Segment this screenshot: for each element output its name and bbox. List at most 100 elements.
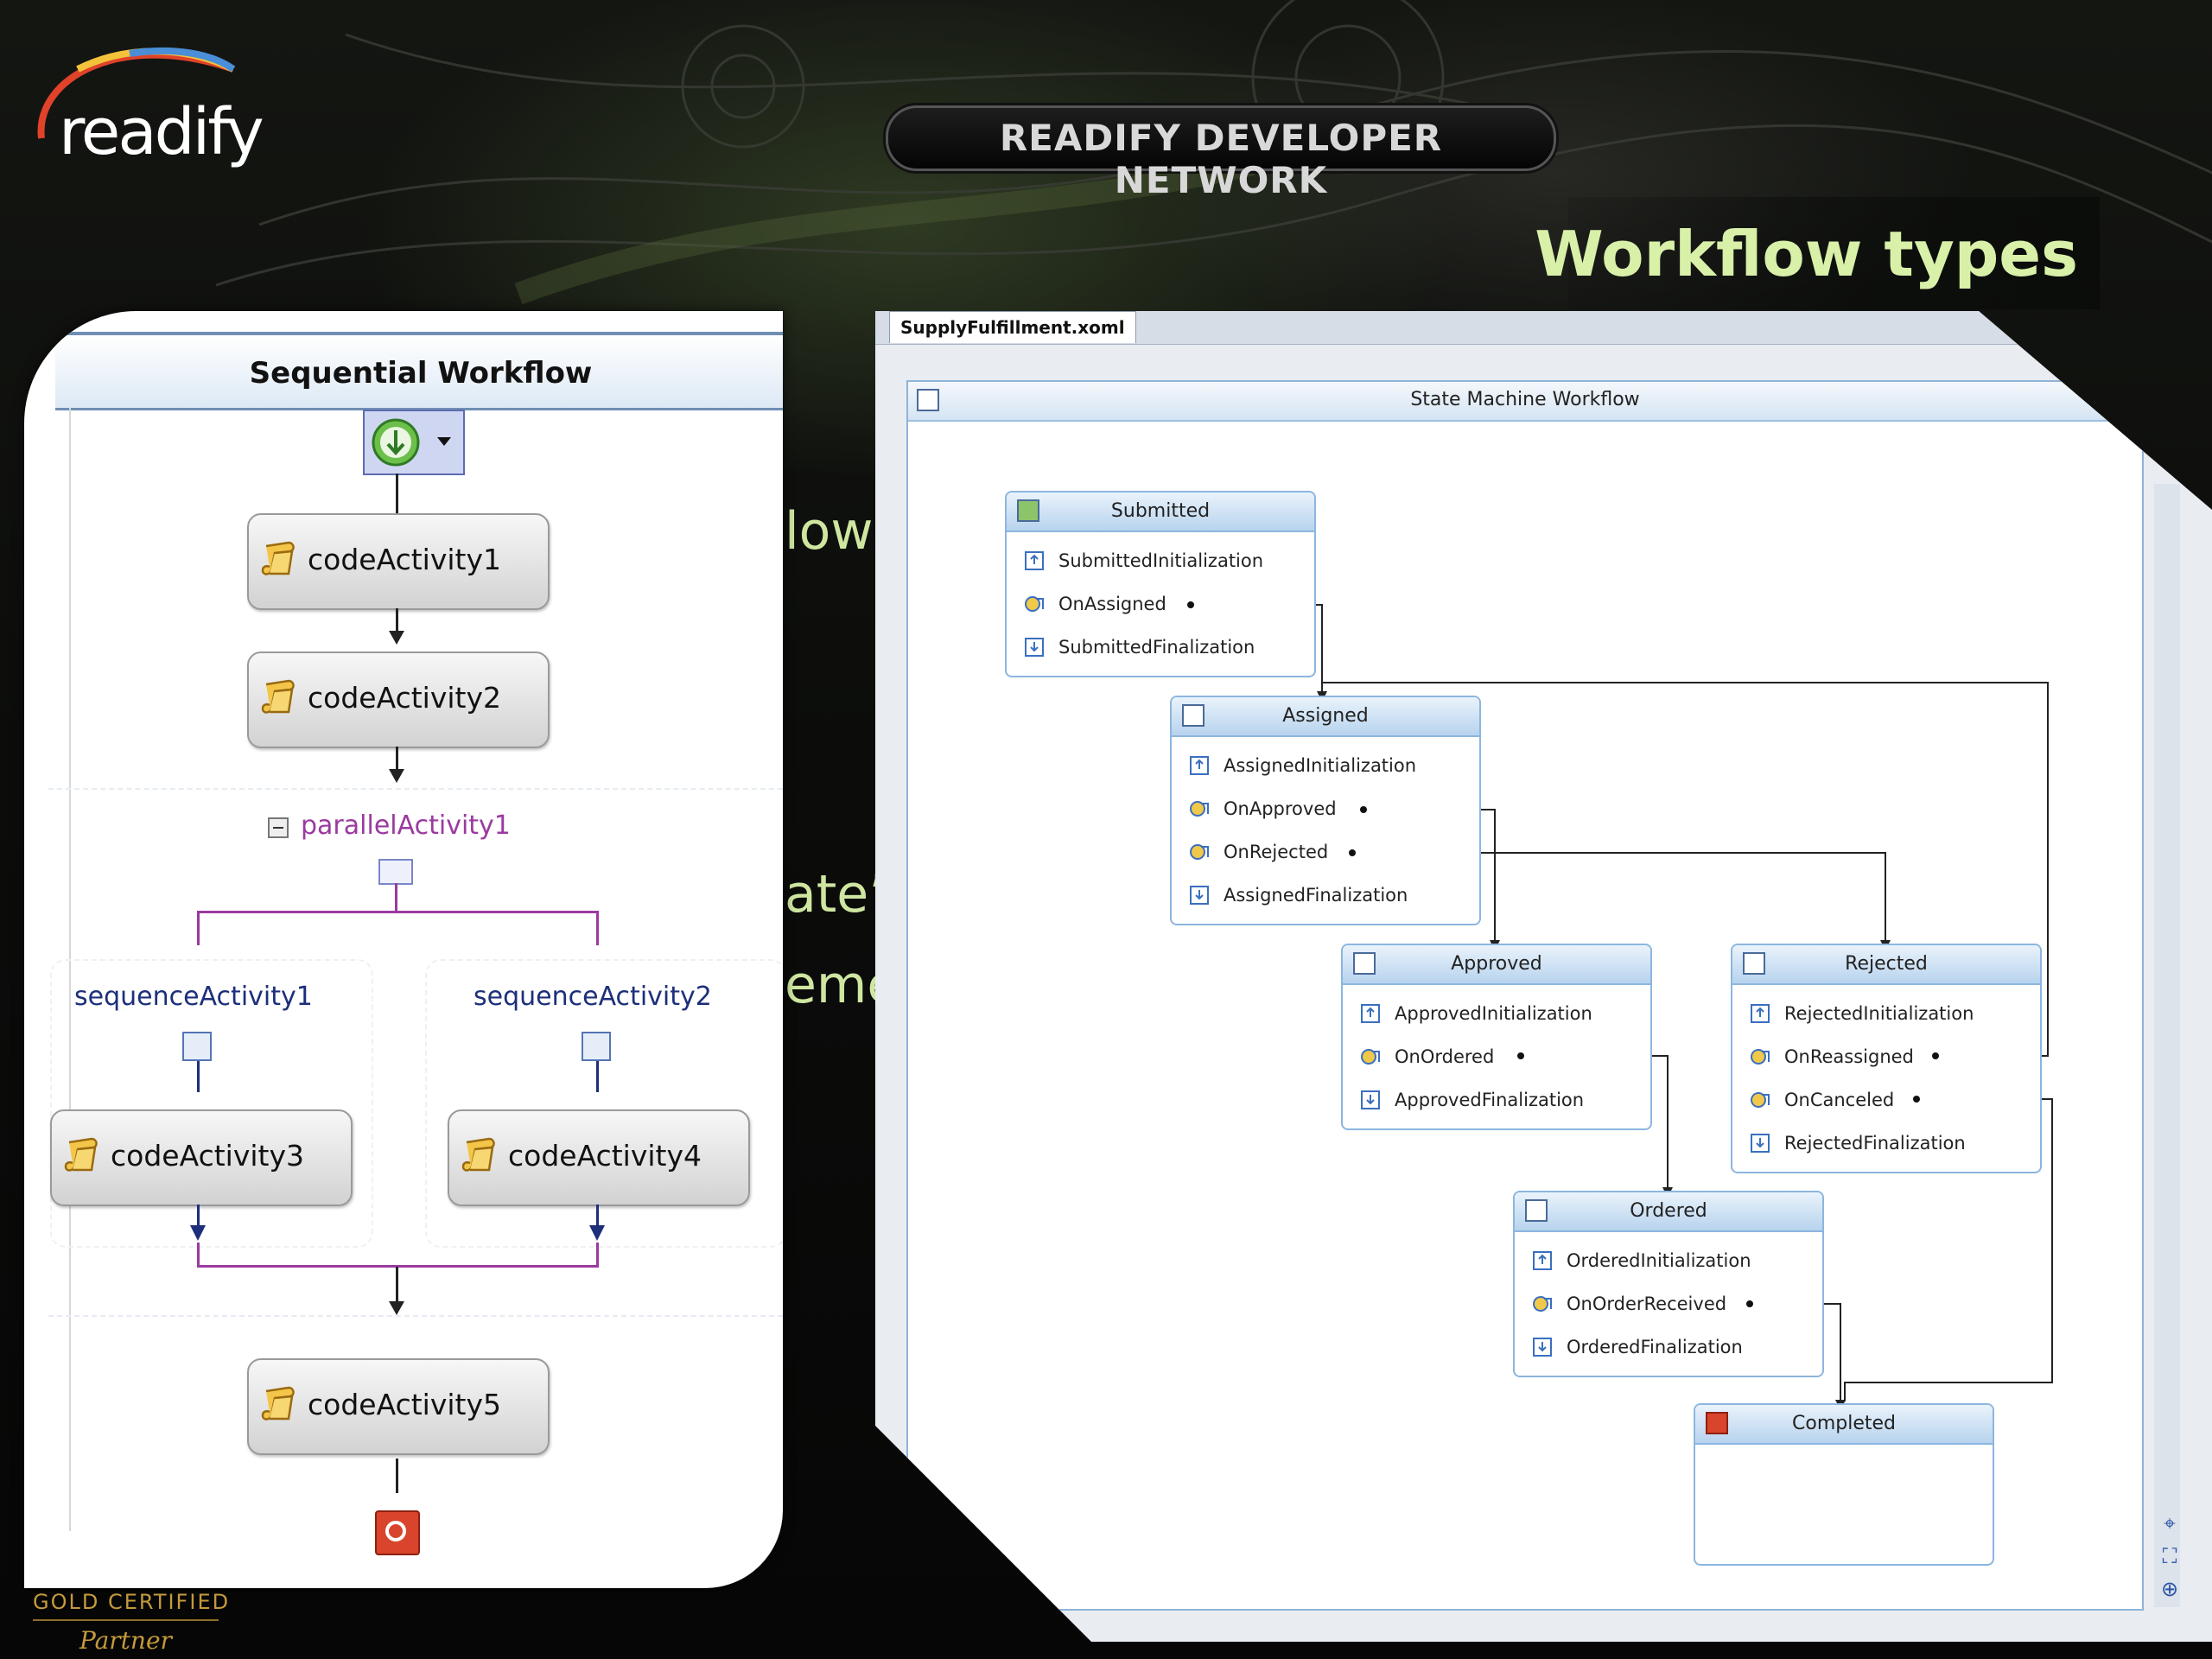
fit-icon[interactable]: ⛶ — [2162, 1544, 2177, 1568]
connector-dot — [1517, 1052, 1524, 1059]
branch-line — [197, 911, 598, 913]
state-machine-title: State Machine Workflow — [1410, 389, 1640, 410]
state-header: Submitted — [1007, 493, 1314, 532]
initialization-icon — [1190, 756, 1209, 775]
gold-divider — [33, 1619, 219, 1621]
sequence-line — [596, 1061, 599, 1092]
banner-text: READIFY DEVELOPER NETWORK — [999, 117, 1443, 201]
sequence-activity-2-label: sequenceActivity2 — [474, 982, 712, 1012]
workflow-start-button[interactable] — [363, 410, 465, 475]
sequence-start-icon[interactable] — [182, 1032, 212, 1061]
state-header: Completed — [1695, 1405, 1993, 1445]
state-assigned[interactable]: Assigned AssignedInitialization OnApprov… — [1170, 696, 1481, 925]
connector-line — [396, 747, 398, 771]
state-initialization-row[interactable]: OrderedInitialization — [1515, 1239, 1822, 1282]
connector-dot — [1187, 601, 1194, 608]
event-driven-row[interactable]: OnRejected — [1172, 830, 1479, 874]
sequential-workflow-panel: Sequential Workflow codeActivity1 codeAc… — [24, 311, 783, 1588]
slide-title: Workflow types — [1535, 218, 2078, 290]
sequence-line — [197, 1205, 200, 1227]
state-ordered[interactable]: Ordered OrderedInitialization OnOrderRec… — [1513, 1191, 1824, 1377]
connector-dot — [1349, 849, 1356, 856]
code-activity-4[interactable]: codeActivity4 — [448, 1109, 750, 1206]
zoom-controls: ⌖ ⛶ ⊕ — [2158, 1512, 2184, 1611]
connector-dot — [1746, 1300, 1753, 1307]
pan-icon[interactable]: ⌖ — [2164, 1511, 2176, 1535]
state-rejected[interactable]: Rejected RejectedInitialization OnReassi… — [1731, 944, 2042, 1173]
initialization-icon — [1361, 1004, 1380, 1023]
partner-label: Partner — [79, 1626, 172, 1655]
code-scroll-icon — [261, 1386, 295, 1421]
row-label: AssignedInitialization — [1224, 755, 1417, 776]
state-initialization-row[interactable]: ApprovedInitialization — [1343, 992, 1650, 1035]
sequence-start-icon[interactable] — [582, 1032, 611, 1061]
row-label: OnReassigned — [1784, 1046, 1914, 1067]
connector-dot — [1932, 1052, 1939, 1059]
section-divider — [48, 788, 783, 790]
state-finalization-row[interactable]: RejectedFinalization — [1732, 1122, 2040, 1165]
section-divider — [48, 1315, 783, 1317]
event-driven-row[interactable]: OnApproved — [1172, 787, 1479, 830]
finalization-icon — [1533, 1338, 1552, 1357]
join-line — [197, 1265, 599, 1268]
initialization-icon — [1751, 1004, 1770, 1023]
state-name: Approved — [1451, 953, 1542, 975]
row-label: SubmittedFinalization — [1058, 637, 1255, 658]
code-activity-2[interactable]: codeActivity2 — [247, 652, 550, 748]
state-finalization-row[interactable]: OrderedFinalization — [1515, 1325, 1822, 1369]
join-line — [197, 1243, 200, 1267]
row-label: OrderedInitialization — [1567, 1250, 1751, 1271]
sequential-workflow-header: Sequential Workflow — [55, 332, 783, 410]
state-initialization-row[interactable]: RejectedInitialization — [1732, 992, 2040, 1035]
event-icon — [1533, 1296, 1552, 1312]
finalization-icon — [1361, 1090, 1380, 1109]
arrow-down-icon — [589, 1225, 605, 1241]
row-label: ApprovedInitialization — [1395, 1003, 1592, 1024]
designer-left-border — [69, 408, 71, 1531]
code-activity-5[interactable]: codeActivity5 — [247, 1358, 550, 1455]
event-driven-row[interactable]: OnReassigned — [1732, 1035, 2040, 1078]
code-scroll-icon — [261, 679, 295, 714]
tab-supply-fulfillment[interactable]: SupplyFulfillment.xoml — [889, 311, 1136, 343]
finalization-icon — [1190, 886, 1209, 905]
code-activity-3[interactable]: codeActivity3 — [50, 1109, 353, 1206]
row-label: OrderedFinalization — [1567, 1337, 1743, 1357]
sequence-activity-1-label: sequenceActivity1 — [74, 982, 313, 1012]
parallel-activity-label: parallelActivity1 — [301, 810, 511, 841]
initialization-icon — [1533, 1251, 1552, 1270]
event-driven-row[interactable]: OnOrdered — [1343, 1035, 1650, 1078]
finalization-icon — [1751, 1134, 1770, 1153]
collapse-icon[interactable] — [268, 817, 289, 838]
finalization-icon — [1025, 638, 1044, 657]
workflow-end-icon[interactable] — [375, 1510, 420, 1555]
tab-label: SupplyFulfillment.xoml — [900, 317, 1125, 338]
code-activity-1[interactable]: codeActivity1 — [247, 513, 550, 610]
event-driven-row[interactable]: OnCanceled — [1732, 1078, 2040, 1122]
parallel-branch-icon[interactable] — [378, 859, 413, 885]
state-finalization-row[interactable]: SubmittedFinalization — [1007, 626, 1314, 669]
state-finalization-row[interactable]: AssignedFinalization — [1172, 874, 1479, 917]
activity-label: codeActivity2 — [308, 681, 501, 715]
arrow-down-icon — [389, 769, 404, 783]
code-scroll-icon — [461, 1137, 495, 1172]
vertical-scrollbar[interactable] — [2154, 484, 2180, 1607]
state-submitted[interactable]: Submitted SubmittedInitialization OnAssi… — [1005, 491, 1316, 677]
connector-line — [396, 1267, 398, 1305]
state-icon — [1353, 952, 1376, 975]
state-icon — [1743, 952, 1765, 975]
event-driven-row[interactable]: OnOrderReceived — [1515, 1282, 1822, 1325]
state-completed[interactable]: Completed — [1694, 1403, 1994, 1566]
row-label: OnRejected — [1224, 842, 1329, 862]
state-initialization-row[interactable]: AssignedInitialization — [1172, 744, 1479, 787]
row-label: SubmittedInitialization — [1058, 550, 1264, 571]
connector-line — [396, 1459, 398, 1493]
title-bar — [1568, 197, 2100, 309]
state-icon — [1525, 1199, 1548, 1222]
state-approved[interactable]: Approved ApprovedInitialization OnOrdere… — [1341, 944, 1652, 1130]
activity-label: codeActivity1 — [308, 543, 501, 576]
state-initialization-row[interactable]: SubmittedInitialization — [1007, 539, 1314, 582]
gold-certified-label: GOLD CERTIFIED — [33, 1590, 231, 1614]
event-driven-row[interactable]: OnAssigned — [1007, 582, 1314, 626]
zoom-icon[interactable]: ⊕ — [2160, 1577, 2179, 1601]
state-finalization-row[interactable]: ApprovedFinalization — [1343, 1078, 1650, 1122]
